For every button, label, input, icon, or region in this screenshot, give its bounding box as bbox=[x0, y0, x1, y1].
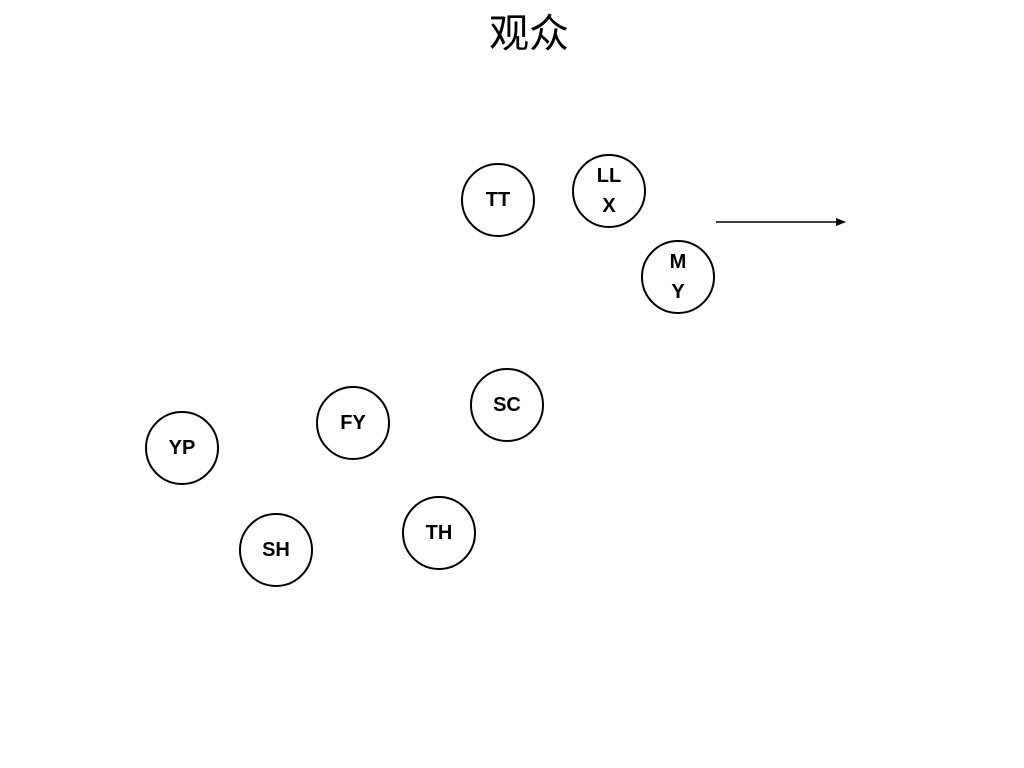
node-label: SH bbox=[262, 539, 290, 561]
arrow-head bbox=[836, 218, 846, 226]
node-label: FY bbox=[340, 412, 366, 434]
node-label: M Y bbox=[669, 251, 687, 303]
node-label: YP bbox=[168, 437, 196, 459]
node-my: M Y bbox=[641, 240, 715, 314]
node-label: SC bbox=[493, 394, 521, 416]
node-sc: SC bbox=[470, 368, 544, 442]
node-label: TT bbox=[485, 189, 511, 211]
arrow-right-icon bbox=[716, 218, 846, 226]
node-th: TH bbox=[402, 496, 476, 570]
node-fy: FY bbox=[316, 386, 390, 460]
node-tt: TT bbox=[461, 163, 535, 237]
node-label: TH bbox=[425, 522, 453, 544]
diagram-title: 观众 bbox=[489, 11, 569, 57]
node-sh: SH bbox=[239, 513, 313, 587]
node-yp: YP bbox=[145, 411, 219, 485]
node-llx: LL X bbox=[572, 154, 646, 228]
node-label: LL X bbox=[596, 165, 622, 217]
